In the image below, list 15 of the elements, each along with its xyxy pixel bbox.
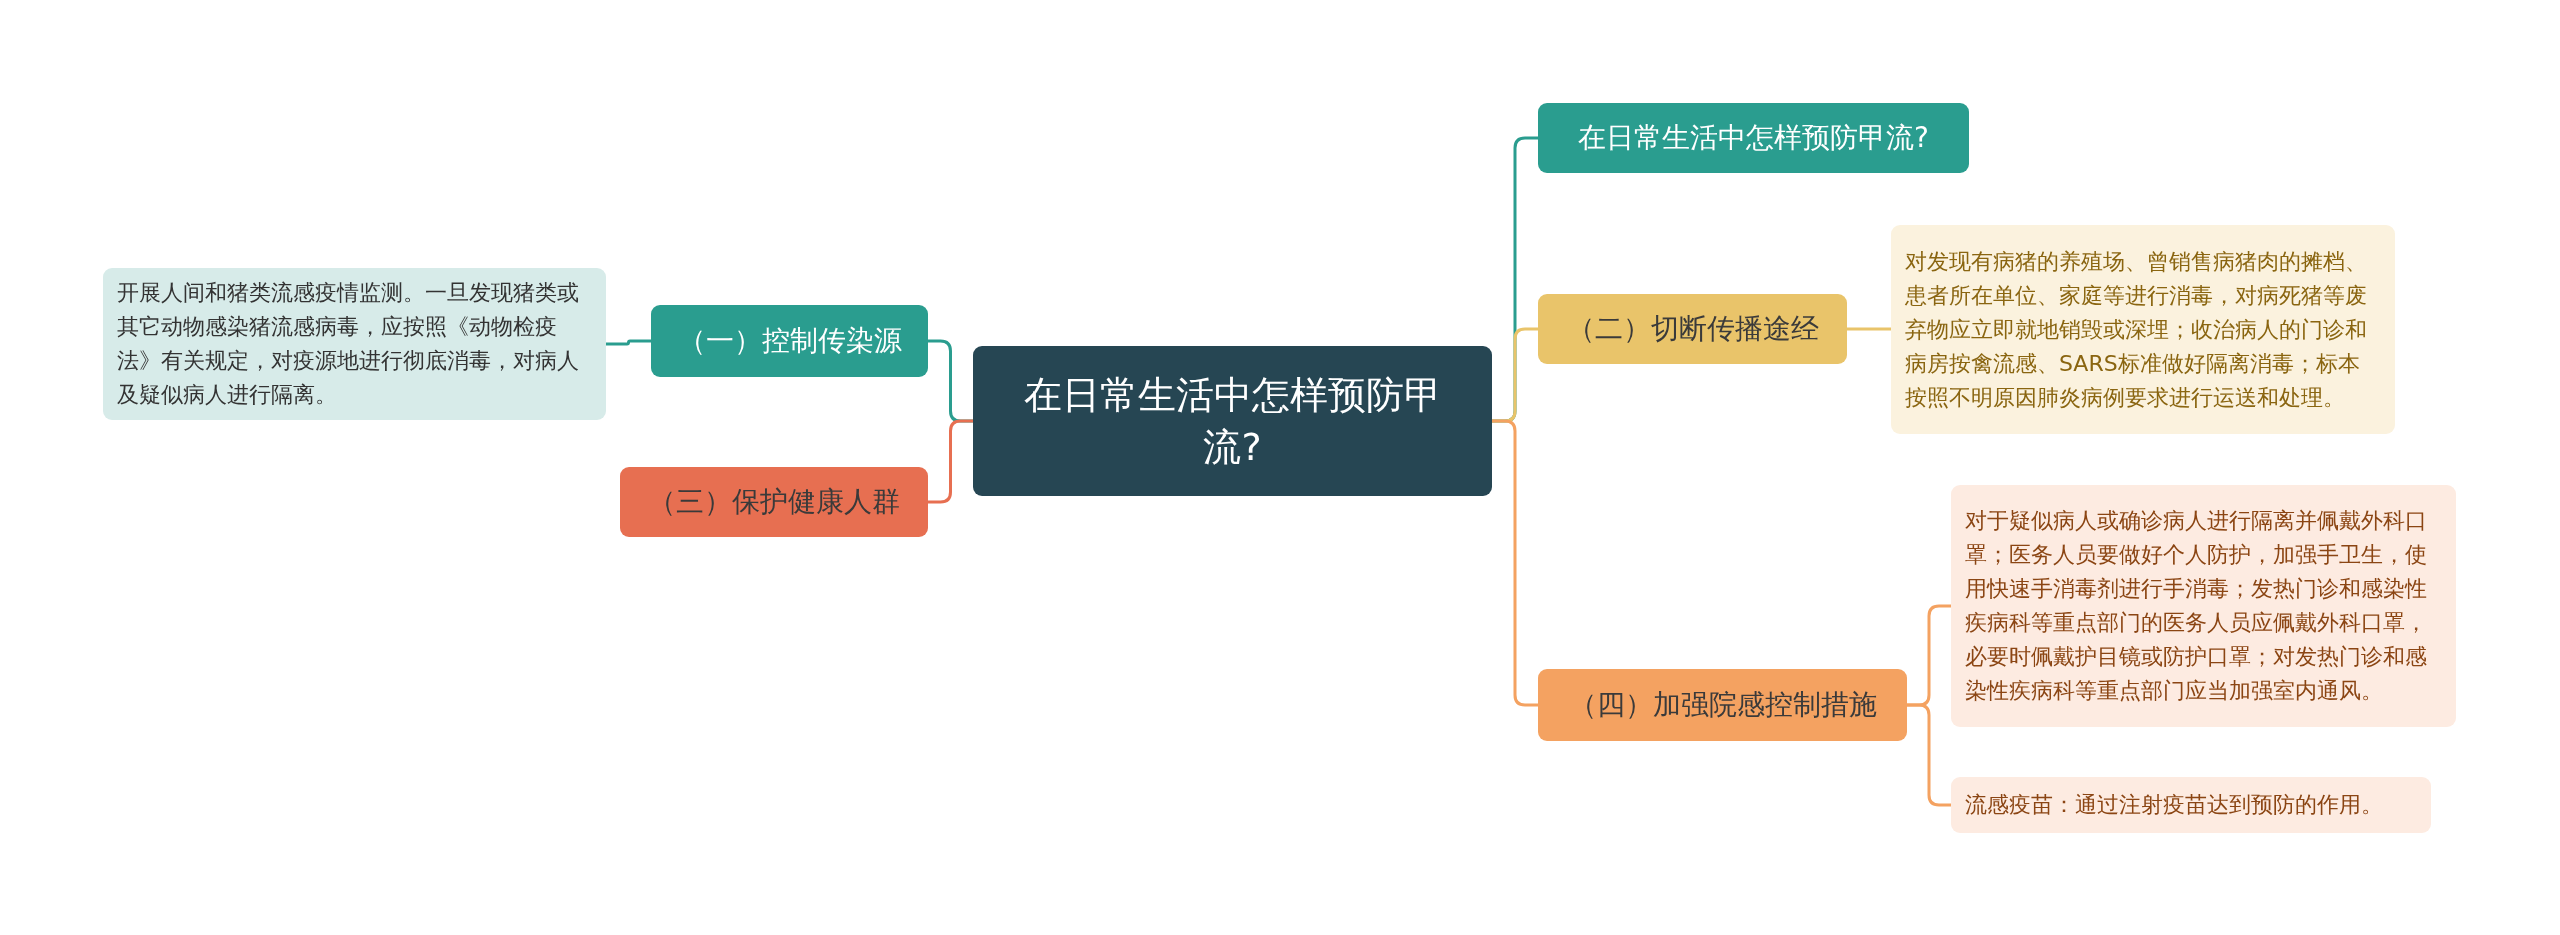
detail-box: 对发现有病猪的养殖场、曾销售病猪肉的摊档、患者所在单位、家庭等进行消毒，对病死猪等废弃物应立即就地销毁或深埋；收治病人的门诊和病房按禽流感、SARS标准做好隔离消毒；标本按照不明原因肺炎病例要求进行运送和处理。 (1891, 225, 2395, 434)
detail-box: 流感疫苗：通过注射疫苗达到预防的作用。 (1951, 777, 2431, 833)
detail-box: 对于疑似病人或确诊病人进行隔离并佩戴外科口罩；医务人员要做好个人防护，加强手卫生，使用快速手消毒剂进行手消毒；发热门诊和感染性疾病科等重点部门的医务人员应佩戴外科口罩，必要时佩戴护目镜或防护口罩；对发热门诊和感染性疾病科等重点部门应当加强室内通风。 (1951, 485, 2456, 727)
connector-line (928, 419, 973, 504)
connector-line (1847, 327, 1891, 331)
branch-box: （一）控制传染源 (651, 305, 928, 377)
connector-line (606, 339, 651, 346)
branch-box: （三）保护健康人群 (620, 467, 928, 537)
detail-box: 开展人间和猪类流感疫情监测。一旦发现猪类或其它动物感染猪流感病毒，应按照《动物检疫法》有关规定，对疫源地进行彻底消毒，对病人及疑似病人进行隔离。 (103, 268, 606, 420)
branch-box: （四）加强院感控制措施 (1538, 669, 1907, 741)
branch-box: 在日常生活中怎样预防甲流? (1538, 103, 1969, 173)
connector-line (1907, 703, 1951, 807)
central-topic-box: 在日常生活中怎样预防甲流? (973, 346, 1492, 496)
connector-line (1492, 419, 1538, 707)
branch-box: （二）切断传播途经 (1538, 294, 1847, 364)
